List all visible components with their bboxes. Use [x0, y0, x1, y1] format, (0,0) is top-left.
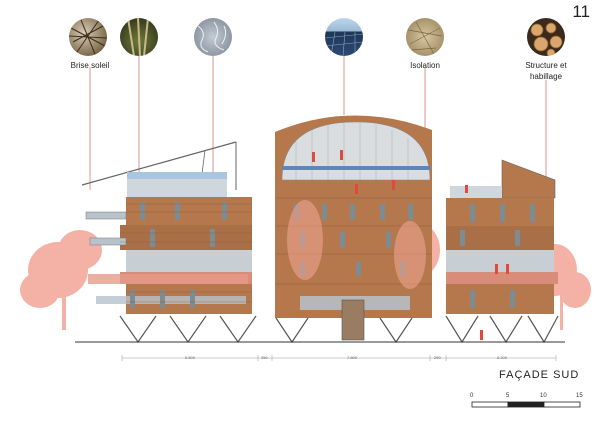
dimension-label-4: 250	[434, 355, 441, 360]
scale-bar-graphic	[471, 401, 581, 408]
isolation-swatch	[406, 18, 444, 56]
scale-tick-0: 0	[470, 393, 474, 399]
plaster-texture	[197, 21, 227, 53]
bamboo-texture	[127, 18, 149, 56]
plaster-swatch	[194, 18, 232, 56]
dimension-label-5: 5.200	[497, 355, 508, 360]
solar-panel-texture	[325, 31, 363, 56]
central-vault	[275, 115, 432, 344]
scale-tick-5: 5	[506, 393, 510, 399]
isolation-label: Isolation	[410, 61, 440, 70]
page-number: 11	[572, 2, 590, 21]
log-ends-texture	[530, 22, 563, 56]
solar-swatch	[325, 18, 363, 56]
dimension-label-2: 250	[261, 355, 268, 360]
branches-texture	[69, 19, 107, 55]
dimension-line	[121, 355, 557, 361]
straw-texture	[407, 21, 443, 55]
scale-tick-10: 10	[540, 393, 547, 399]
brise-soleil-swatch	[69, 18, 107, 56]
left-wing	[81, 141, 257, 344]
dimension-label-1: 5.500	[185, 355, 196, 360]
brise-soleil-label: Brise soleil	[70, 61, 110, 70]
scale-tick-15: 15	[576, 393, 583, 399]
dimension-label-3: 7.800	[347, 355, 358, 360]
structure-swatch	[527, 18, 565, 56]
right-wing	[445, 159, 559, 344]
structure-label: Structure et habillage	[525, 61, 567, 81]
drawing-title: FAÇADE SUD	[499, 369, 580, 381]
bamboo-swatch	[120, 18, 158, 56]
